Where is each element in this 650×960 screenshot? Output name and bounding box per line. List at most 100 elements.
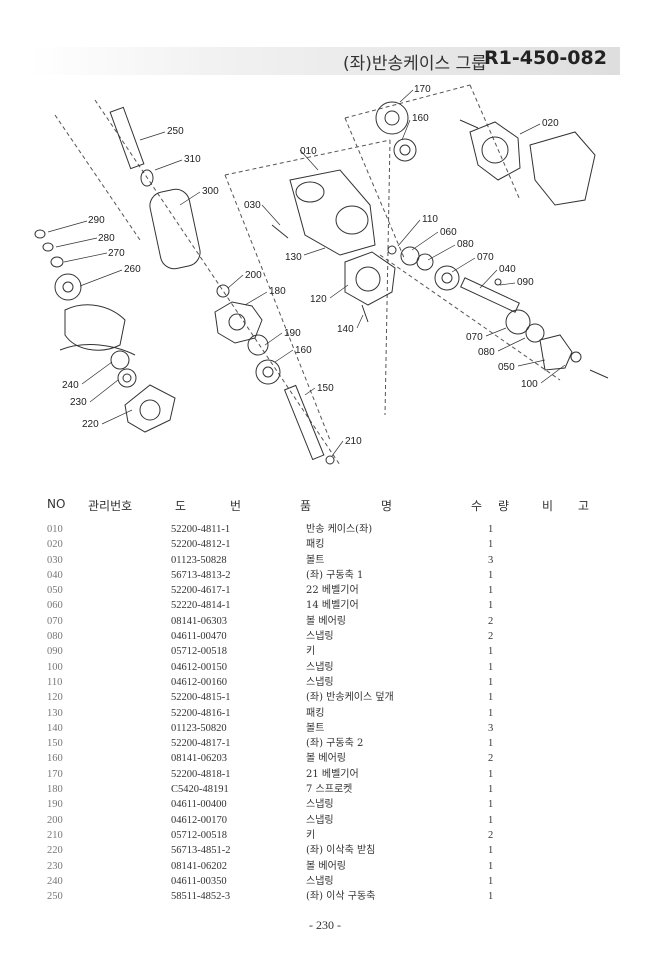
callout-120: 120 xyxy=(310,294,327,305)
quantity-cell: 1 xyxy=(488,799,494,811)
quantity-cell: 1 xyxy=(488,585,494,597)
part-no-cell: 070 xyxy=(47,615,63,627)
part-no-cell: 200 xyxy=(47,814,63,826)
part-name-cell: (좌) 구동축 2 xyxy=(306,738,364,750)
part-number-cell: 08141-06203 xyxy=(171,753,227,765)
part-name-cell: 패킹 xyxy=(306,707,325,719)
part-name-cell: 7 스프로켓 xyxy=(306,784,353,796)
callout-080: 080 xyxy=(457,239,474,250)
part-no-cell: 180 xyxy=(47,784,63,796)
quantity-cell: 1 xyxy=(488,814,494,826)
part-no-cell: 050 xyxy=(47,585,63,597)
callout-030: 030 xyxy=(244,200,261,211)
part-name-cell: (좌) 이삭축 받침 xyxy=(306,845,376,857)
quantity-cell: 1 xyxy=(488,524,494,535)
quantity-cell: 1 xyxy=(488,676,494,688)
part-number-cell: 04612-00150 xyxy=(171,661,227,673)
callout-190: 190 xyxy=(284,328,301,339)
part-name-cell: 패킹 xyxy=(306,539,325,551)
quantity-cell: 2 xyxy=(488,753,494,765)
col-header-qty-b: 량 xyxy=(498,499,510,513)
callout-130: 130 xyxy=(285,252,302,263)
page-number: - 230 - xyxy=(309,918,341,932)
callout-070b: 070 xyxy=(466,332,483,343)
callout-300: 300 xyxy=(202,186,219,197)
col-header-name-b: 명 xyxy=(381,499,393,513)
callout-110: 110 xyxy=(422,214,438,225)
part-number-cell: C5420-48191 xyxy=(171,784,229,796)
callout-050: 050 xyxy=(498,362,515,373)
part-name-cell: 볼트 xyxy=(306,722,325,734)
part-name-cell: (좌) 구동축 1 xyxy=(306,569,364,581)
quantity-cell: 2 xyxy=(488,631,494,643)
quantity-cell: 1 xyxy=(488,784,494,796)
part-no-cell: 060 xyxy=(47,600,63,612)
callout-160b: 160 xyxy=(295,345,312,356)
callout-200: 200 xyxy=(245,270,262,281)
quantity-cell: 2 xyxy=(488,829,494,841)
callout-070: 070 xyxy=(477,252,494,263)
part-name-cell: (좌) 반송케이스 덮개 xyxy=(306,692,394,704)
part-no-cell: 220 xyxy=(47,845,63,857)
callout-150: 150 xyxy=(317,383,334,394)
part-no-cell: 210 xyxy=(47,829,63,841)
part-name-cell: 스냅링 xyxy=(306,661,334,673)
callout-090: 090 xyxy=(517,277,534,288)
part-name-cell: 22 베벨기어 xyxy=(306,585,359,597)
callout-220: 220 xyxy=(82,419,99,430)
page-title: (좌)반송케이스 그룹 xyxy=(343,54,487,74)
callout-250: 250 xyxy=(167,126,184,137)
part-number-cell: 08141-06202 xyxy=(171,860,227,872)
part-number-cell: 52200-4812-1 xyxy=(171,539,231,551)
quantity-cell: 3 xyxy=(488,722,494,734)
group-code: R1-450-082 xyxy=(484,47,607,69)
part-no-cell: 020 xyxy=(47,539,63,551)
quantity-cell: 1 xyxy=(488,707,494,719)
callout-010: 010 xyxy=(300,146,317,157)
part-number-cell: 01123-50828 xyxy=(171,554,227,566)
part-name-cell: 21 베벨기어 xyxy=(306,768,359,780)
part-no-cell: 090 xyxy=(47,646,63,658)
callout-290: 290 xyxy=(88,215,105,226)
col-header-no: NO xyxy=(47,497,66,511)
callout-230: 230 xyxy=(70,397,87,408)
part-name-cell: 14 베벨기어 xyxy=(306,600,359,612)
part-name-cell: 스냅링 xyxy=(306,875,334,887)
quantity-cell: 1 xyxy=(488,891,494,903)
quantity-cell: 1 xyxy=(488,539,494,551)
part-number-cell: 56713-4813-2 xyxy=(171,569,231,581)
part-no-cell: 110 xyxy=(47,676,63,688)
part-no-cell: 160 xyxy=(47,753,63,765)
part-no-cell: 140 xyxy=(47,722,63,734)
callout-280: 280 xyxy=(98,233,115,244)
table-row: 160 08141-06203 볼 베어링 2 xyxy=(0,751,650,766)
quantity-cell: 1 xyxy=(488,600,494,612)
table-row: 180 C5420-48191 7 스프로켓 1 xyxy=(0,782,650,797)
callout-020: 020 xyxy=(542,118,559,129)
part-name-cell: 볼 베어링 xyxy=(306,753,346,765)
callout-060: 060 xyxy=(440,227,457,238)
callout-310: 310 xyxy=(184,154,201,165)
col-header-part-a: 도 xyxy=(175,499,187,513)
callout-040: 040 xyxy=(499,264,516,275)
exploded-parts-diagram: 170 160 020 250 310 010 300 030 110 060 … xyxy=(34,84,609,466)
part-no-cell: 190 xyxy=(47,799,63,811)
col-header-part-b: 번 xyxy=(230,499,242,513)
quantity-cell: 1 xyxy=(488,661,494,673)
callout-140: 140 xyxy=(337,324,354,335)
part-name-cell: 볼 베어링 xyxy=(306,615,346,627)
